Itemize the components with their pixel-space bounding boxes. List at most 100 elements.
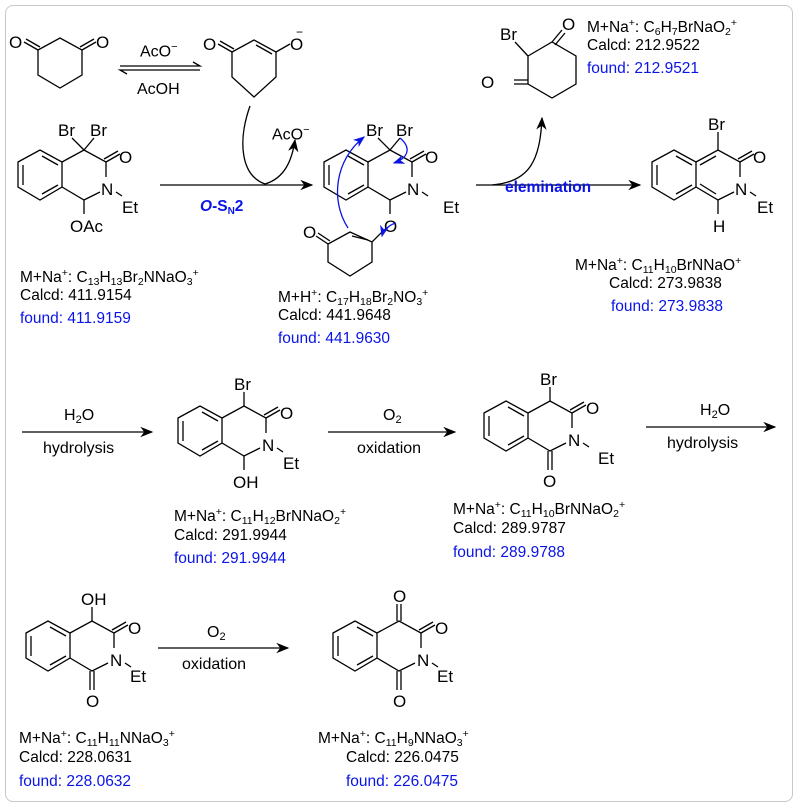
trione-product-structure: O O N Et O (332, 587, 453, 711)
condition-name-3: hydrolysis (667, 435, 739, 452)
atom-o: O (435, 619, 448, 638)
osn2-step-label: O-SN2 (200, 198, 244, 217)
molecular-formula: C6H7BrNaO2+ (643, 17, 737, 38)
equilibrium-base-label: AcO− (140, 41, 178, 61)
hrms-calcd: Calcd: 441.9648 (278, 307, 391, 324)
electron-pushing-arrows (336, 136, 408, 238)
molecular-formula: C11H10BrNNaO2+ (509, 499, 626, 520)
atom-o: O (393, 692, 406, 711)
acetate-leaving-arrow (264, 138, 299, 185)
atom-n: N (568, 431, 580, 450)
atom-o: O (303, 223, 316, 242)
atom-br: Br (708, 115, 725, 134)
atom-br: Br (90, 121, 107, 140)
atom-oac: OAc (70, 217, 104, 236)
condition-reagent-3: H2O (700, 402, 731, 421)
molecular-formula: C11H11NNaO3+ (75, 728, 175, 749)
condition-name-2: oxidation (357, 440, 422, 457)
hrms-formula: M+Na+: C13H13Br2NNaO3+ (20, 267, 199, 288)
hrms-found: found: 228.0632 (19, 773, 132, 790)
atom-o: O (425, 148, 438, 167)
atom-br: Br (540, 370, 557, 389)
hrms-calcd: Calcd: 291.9944 (174, 527, 287, 544)
hrms-formula: M+Na+: C6H7BrNaO2+ (587, 17, 737, 38)
atom-o: O (753, 148, 766, 167)
bromo-dione-imide-structure: Br O N Et O (483, 370, 614, 491)
molecular-formula: C13H13Br2NNaO3+ (76, 267, 199, 288)
equilibrium-acid-label: AcOH (137, 81, 180, 98)
atom-et: Et (283, 454, 299, 473)
atom-et: Et (757, 198, 773, 217)
atom-o: O (384, 217, 397, 236)
atom-o-minus: O (290, 35, 303, 54)
atom-o: O (562, 15, 575, 34)
molecular-formula: C11H12BrNNaO2+ (230, 506, 347, 527)
atom-oh: OH (233, 473, 259, 492)
hrms-formula: M+H+: C17H18Br2NO3+ (278, 287, 429, 308)
atom-n: N (110, 651, 122, 670)
atom-n: N (735, 180, 747, 199)
atom-et: Et (130, 667, 146, 686)
condition-reagent-4: O2 (207, 624, 226, 643)
molecular-formula: C11H10BrNNaO+ (631, 255, 742, 276)
bromo-hydroxy-structure: Br O N Et OH (177, 375, 299, 492)
hrms-formula: M+Na+: C11H10BrNNaO+ (575, 255, 742, 276)
atom-br: Br (500, 25, 517, 44)
hrms-calcd: Calcd: 228.0631 (19, 749, 132, 766)
atom-n: N (407, 180, 419, 199)
hrms-found: found: 273.9838 (611, 298, 724, 315)
bromo-isoquinolinone-structure: Br O N Et H (651, 115, 773, 236)
condition-name-4: oxidation (182, 656, 247, 673)
equilibrium-arrows (117, 61, 203, 75)
hrms-formula: M+Na+: C11H12BrNNaO2+ (174, 506, 347, 527)
condition-name-1: hydrolysis (43, 440, 115, 457)
hrms-found: found: 441.9630 (278, 330, 391, 347)
enolate-structure: O O − (203, 25, 303, 98)
atom-o: O (203, 35, 216, 54)
hrms-formula: M+Na+: C11H10BrNNaO2+ (453, 499, 626, 520)
hrms-calcd: Calcd: 212.9522 (587, 37, 700, 54)
condition-reagent-1: H2O (64, 407, 95, 426)
atom-br: Br (234, 375, 251, 394)
atom-et: Et (437, 667, 453, 686)
atom-o: O (543, 472, 556, 491)
hrms-found: found: 411.9159 (20, 310, 131, 327)
scheme-frame (5, 5, 793, 802)
hrms-calcd: Calcd: 273.9838 (609, 275, 722, 292)
atom-n: N (262, 436, 274, 455)
atom-br: Br (58, 121, 75, 140)
atom-et: Et (598, 449, 614, 468)
hrms-found: found: 291.9944 (174, 550, 287, 567)
atom-o: O (128, 619, 141, 638)
atom-et: Et (443, 198, 459, 217)
atom-o: O (119, 148, 132, 167)
atom-o: O (9, 33, 22, 52)
bromodione-release-arrow (491, 116, 547, 186)
bromo-dione-structure: Br O O (481, 15, 577, 99)
hrms-formula: M+Na+: C11H11NNaO3+ (19, 728, 175, 749)
atom-o: O (96, 33, 109, 52)
hydroxy-dione-structure: OH O N Et O (25, 590, 146, 711)
hrms-calcd: Calcd: 411.9154 (20, 287, 132, 304)
atom-o: O (481, 73, 494, 92)
hrms-calcd: Calcd: 289.9787 (453, 520, 566, 537)
atom-o: O (86, 692, 99, 711)
dibromo-start-structure: Br Br O N Et OAc (17, 121, 138, 236)
atom-n: N (101, 180, 113, 199)
hrms-formula: M+Na+: C11H9NNaO3+ (318, 728, 469, 749)
hrms-found: found: 226.0475 (346, 773, 459, 790)
hrms-found: found: 289.9788 (453, 544, 566, 561)
cyclohexanedione-structure: O O (9, 33, 109, 89)
enol-ether-intermediate-structure: Br Br O N Et O O (303, 121, 459, 277)
atom-oh: OH (81, 590, 107, 609)
enolate-attack-curve (242, 105, 266, 185)
atom-br: Br (366, 121, 383, 140)
atom-br: Br (396, 121, 413, 140)
atom-o: O (586, 399, 599, 418)
atom-n: N (417, 651, 429, 670)
atom-et: Et (122, 198, 138, 217)
elimination-step-label: elemination (505, 179, 592, 196)
atom-o: O (280, 404, 293, 423)
charge-minus: − (296, 25, 303, 39)
